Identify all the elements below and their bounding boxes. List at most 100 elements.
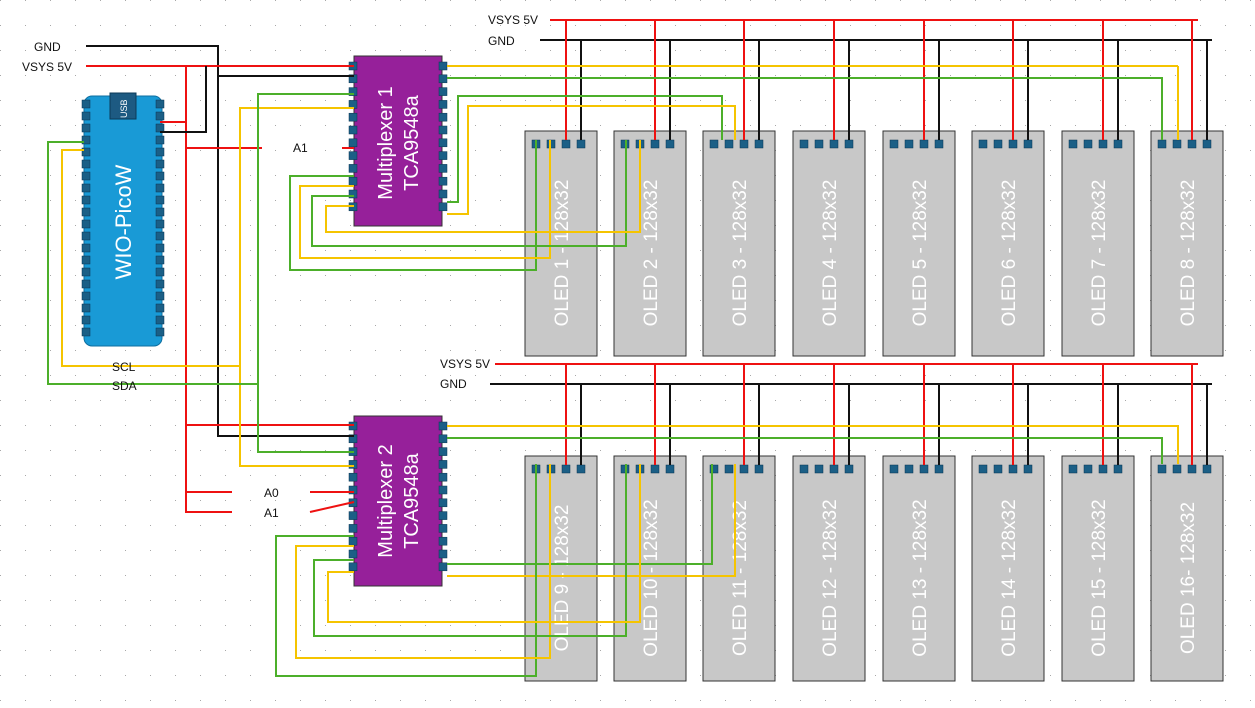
oled-pin xyxy=(919,464,929,474)
label-a1-top: A1 xyxy=(293,141,308,155)
oled-body xyxy=(702,455,776,682)
oled-pin xyxy=(665,464,675,474)
oled-label: OLED 3 - 128x32 xyxy=(730,180,751,327)
wire-gnd-left xyxy=(86,45,354,77)
wire-sda-oled10 xyxy=(313,464,627,637)
mux-pin-right xyxy=(438,562,448,572)
oled-module-13: OLED 13 - 128x32 xyxy=(882,455,956,682)
board-pin-left xyxy=(81,171,91,181)
mux1-body xyxy=(353,55,443,227)
oled-module-3: OLED 3 - 128x32 xyxy=(702,130,776,357)
board-pin-left xyxy=(81,279,91,289)
label-a1-bottom: A1 xyxy=(264,506,279,520)
oled-label: OLED 6 - 128x32 xyxy=(999,180,1020,327)
oled-pin xyxy=(1098,464,1108,474)
wire-sda-oled3 xyxy=(447,95,723,203)
board-pin-right xyxy=(155,111,165,121)
oled-pin xyxy=(904,139,914,149)
oled-body xyxy=(971,130,1045,357)
oled-label: OLED 2 - 128x32 xyxy=(641,180,662,327)
mux-pin-left xyxy=(348,549,358,559)
oled-pin xyxy=(799,139,809,149)
mux-pin-left xyxy=(348,87,358,96)
mux-pin-right xyxy=(438,549,448,559)
board-name: WIO-PicoW xyxy=(111,164,136,279)
label-vsys-top: VSYS 5V xyxy=(488,13,538,27)
mux-pin-right xyxy=(438,87,448,96)
oled-pin xyxy=(919,139,929,149)
oled-module-16: OLED 16- 128x32 xyxy=(1150,455,1224,682)
wire-scl-oled9 xyxy=(295,464,551,659)
oled-module-11: OLED 11 - 128x32 xyxy=(702,455,776,682)
oled-module-4: OLED 4 - 128x32 xyxy=(792,130,866,357)
oled-pin xyxy=(754,464,764,474)
oled-pin xyxy=(978,464,988,474)
wire-vsys-left xyxy=(86,65,232,513)
oled-pin xyxy=(1157,139,1167,149)
wire-sda-oled2 xyxy=(311,140,627,247)
oled-pin xyxy=(993,464,1003,474)
oled-module-5: OLED 5 - 128x32 xyxy=(882,130,956,357)
board-pin-left xyxy=(81,135,91,145)
wire-sda-oled16 xyxy=(447,437,1163,464)
oled-pin xyxy=(934,464,944,474)
wio-picow-board: USB WIO-PicoW xyxy=(81,92,165,347)
board-pin-right xyxy=(155,255,165,265)
oled-body xyxy=(971,455,1045,682)
wire-gnd-to-mux2 xyxy=(217,76,354,437)
board-pin-right xyxy=(155,171,165,181)
oled-label: OLED 7 - 128x32 xyxy=(1089,180,1110,327)
mux-pin-left xyxy=(348,74,358,84)
mux-pin-right xyxy=(438,189,448,199)
oled-pin xyxy=(1172,464,1182,474)
mux-pin-left xyxy=(348,112,358,122)
wire-sda-oled9 xyxy=(275,464,537,677)
mux-pin-left xyxy=(348,189,358,199)
oled-body xyxy=(1150,455,1224,682)
mux-pin-right xyxy=(438,202,448,212)
label-sda: SDA xyxy=(112,379,137,393)
mux2-part: TCA9548a xyxy=(401,452,423,548)
oled-pin xyxy=(844,139,854,149)
oled-pin xyxy=(1008,139,1018,149)
oled-pin xyxy=(1187,139,1197,149)
oled-pin xyxy=(561,139,571,149)
mux-pin-left xyxy=(348,472,358,482)
board-pin-right xyxy=(155,279,165,289)
wire-labels: GND VSYS 5V SCL SDA A1 A0 A1 VSYS 5V GND… xyxy=(22,13,538,520)
mux-pin-left xyxy=(348,151,358,160)
oled-pin xyxy=(1113,464,1123,474)
oled-body xyxy=(1061,130,1135,357)
wire-sda-main xyxy=(47,93,354,385)
oled-pin xyxy=(561,464,571,474)
oled-label: OLED 9 - 128x32 xyxy=(552,505,573,652)
wires xyxy=(47,19,1212,677)
mux-pin-right xyxy=(438,460,448,469)
mux-pin-right xyxy=(438,536,448,546)
label-vsys-left: VSYS 5V xyxy=(22,60,72,74)
wire-a1-bottom-right xyxy=(309,501,355,513)
board-pin-left xyxy=(81,255,91,265)
board-pin-right xyxy=(155,207,165,217)
mux-pin-right xyxy=(438,61,448,71)
mux-pin-right xyxy=(438,447,448,456)
label-gnd-mid: GND xyxy=(440,377,467,391)
board-pin-right xyxy=(155,303,165,313)
board-pin-left xyxy=(81,267,91,277)
oled-label: OLED 4 - 128x32 xyxy=(820,180,841,327)
oled-label: OLED 13 - 128x32 xyxy=(910,499,931,656)
board-pin-right xyxy=(155,231,165,241)
mux-pin-left xyxy=(348,511,358,520)
mux-pin-right xyxy=(438,511,448,520)
multiplexer-1: Multiplexer 1 TCA9548a xyxy=(348,55,448,227)
board-pin-left xyxy=(81,315,91,325)
oled-module-8: OLED 8 - 128x32 xyxy=(1150,130,1224,357)
oled-label: OLED 10 - 128x32 xyxy=(641,499,662,656)
label-vsys-mid: VSYS 5V xyxy=(440,357,490,371)
board-pin-left xyxy=(81,183,91,193)
board-pin-right xyxy=(155,183,165,193)
board-pin-left xyxy=(81,291,91,301)
oled-label: OLED 14 - 128x32 xyxy=(999,499,1020,656)
usb-connector xyxy=(109,92,137,120)
